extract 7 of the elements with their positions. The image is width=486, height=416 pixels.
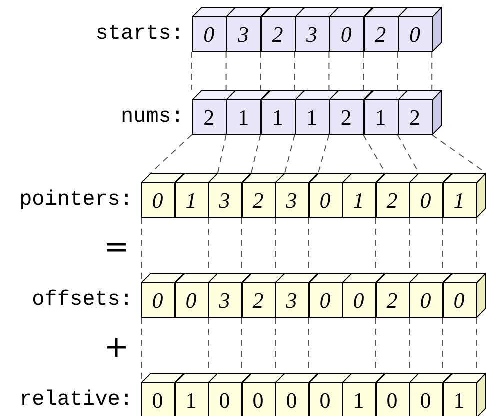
row-label: pointers: bbox=[20, 190, 133, 210]
operator-sign: = bbox=[104, 233, 130, 263]
operator-sign: + bbox=[104, 333, 130, 363]
row-label: starts: bbox=[96, 24, 184, 44]
row-label: nums: bbox=[120, 106, 184, 128]
row-label: offsets: bbox=[32, 290, 133, 310]
row-label: relative: bbox=[20, 390, 133, 410]
